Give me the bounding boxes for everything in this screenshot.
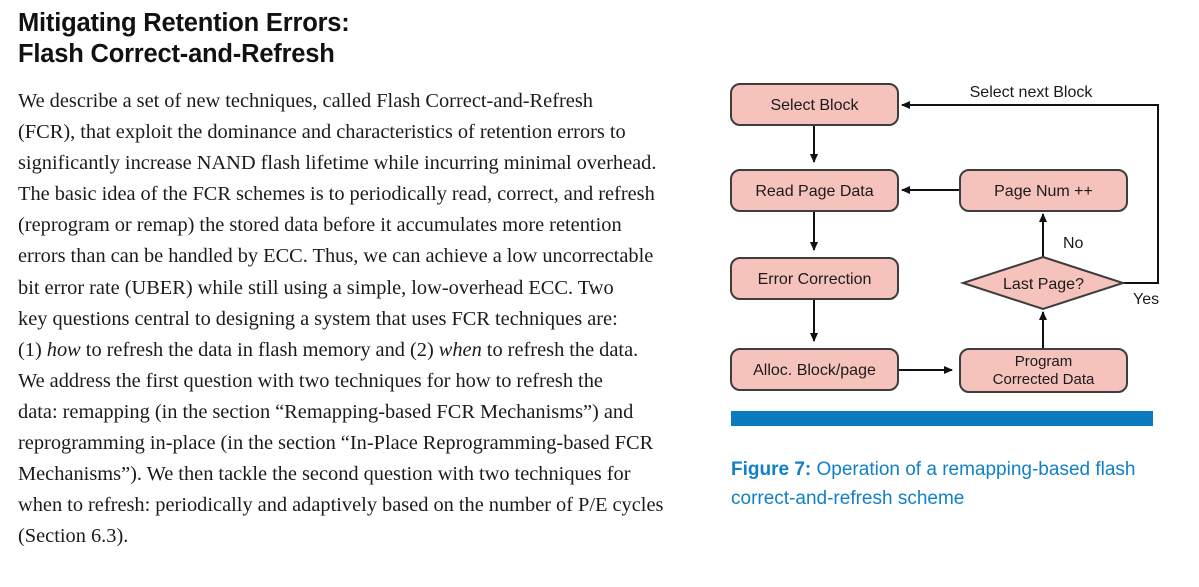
flow-node-last-page-decision[interactable]: Last Page? xyxy=(959,255,1127,311)
body-line-10: We address the first question with two t… xyxy=(18,369,603,392)
body-line-9-italic-how: how xyxy=(46,338,81,361)
edge-label-select-next-block: Select next Block xyxy=(970,84,1094,101)
flow-node-page-num-increment-label: Page Num ++ xyxy=(994,183,1093,200)
flow-node-alloc-block-page[interactable]: Alloc. Block/page xyxy=(730,348,899,391)
flow-node-error-correction[interactable]: Error Correction xyxy=(730,257,899,300)
flow-node-read-page-data-label: Read Page Data xyxy=(755,183,873,200)
page-title-line-2: Flash Correct-and-Refresh xyxy=(18,40,335,68)
body-line-3: significantly increase NAND flash lifeti… xyxy=(18,152,657,175)
body-line-4: The basic idea of the FCR schemes is to … xyxy=(18,183,655,206)
body-line-7: bit error rate (UBER) while still using … xyxy=(18,276,614,299)
flow-node-select-block[interactable]: Select Block xyxy=(730,83,899,126)
body-line-13: Mechanisms”). We then tackle the second … xyxy=(18,463,631,486)
figure-caption-label: Figure 7: xyxy=(731,459,812,480)
flow-node-program-corrected-data-label-line2: Corrected Data xyxy=(993,371,1095,388)
body-line-12: reprogramming in-place (in the section “… xyxy=(18,432,654,455)
body-line-9-suffix: to refresh the data. xyxy=(481,338,639,361)
flow-node-program-corrected-data-label-line1: Program xyxy=(1015,353,1073,370)
flow-node-error-correction-label: Error Correction xyxy=(758,271,872,288)
page-title-line-1: Mitigating Retention Errors: xyxy=(18,9,350,37)
edge-label-no: No xyxy=(1063,235,1084,252)
flow-node-program-corrected-data[interactable]: Program Corrected Data xyxy=(959,348,1128,393)
flow-node-read-page-data[interactable]: Read Page Data xyxy=(730,169,899,212)
figure-caption: Figure 7: Operation of a remapping-based… xyxy=(731,455,1151,513)
figure-column: Page Num ++ --> right rail -> up -> Sele… xyxy=(719,0,1199,587)
edge-last-page-yes-to-select-block xyxy=(901,101,1159,284)
figure-caption-text: Operation of a remapping-based flash cor… xyxy=(731,459,1136,509)
body-line-9-middle: to refresh the data in flash memory and … xyxy=(80,338,439,361)
body-line-5: (reprogram or remap) the stored data bef… xyxy=(18,214,622,237)
body-line-9-italic-when: when xyxy=(438,338,482,361)
flow-node-alloc-block-page-label: Alloc. Block/page xyxy=(753,362,876,379)
body-line-6: errors than can be handled by ECC. Thus,… xyxy=(18,245,654,268)
body-line-9-prefix: (1) xyxy=(18,338,47,361)
flowchart-diagram: Page Num ++ --> right rail -> up -> Sele… xyxy=(719,0,1199,405)
body-line-1: We describe a set of new techniques, cal… xyxy=(18,90,593,112)
body-line-2: (FCR), that exploit the dominance and ch… xyxy=(18,121,626,144)
figure-accent-bar xyxy=(731,411,1153,426)
flow-node-page-num-increment[interactable]: Page Num ++ xyxy=(959,169,1128,212)
flow-node-select-block-label: Select Block xyxy=(770,97,859,114)
body-line-15: (Section 6.3). xyxy=(18,525,129,548)
edge-label-yes: Yes xyxy=(1133,291,1159,308)
body-line-11: data: remapping (in the section “Remappi… xyxy=(18,400,634,423)
flow-node-last-page-decision-label: Last Page? xyxy=(1003,276,1084,293)
page-title: Mitigating Retention Errors: Flash Corre… xyxy=(18,8,718,70)
article-column: Mitigating Retention Errors: Flash Corre… xyxy=(18,8,718,552)
article-body: We describe a set of new techniques, cal… xyxy=(18,86,718,552)
body-line-9-italic-mixed: (1) how to refresh the data in flash mem… xyxy=(18,335,718,366)
body-line-14: when to refresh: periodically and adapti… xyxy=(18,494,664,517)
body-line-8: key questions central to designing a sys… xyxy=(18,307,618,330)
